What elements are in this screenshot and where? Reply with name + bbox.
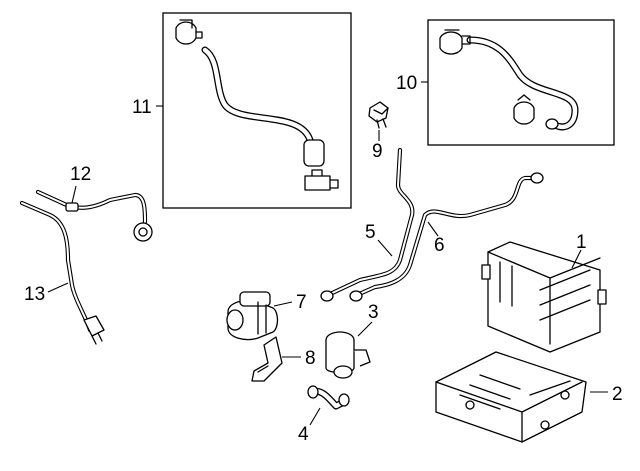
part-3-valve: [325, 331, 371, 379]
leader-1: [571, 249, 582, 269]
leader-3: [357, 321, 373, 337]
callout-1: 1: [576, 232, 587, 253]
part-9-connector: [368, 101, 389, 129]
leader-12: [71, 185, 77, 204]
part-5-vapor-line: [320, 147, 415, 302]
leader-4: [309, 407, 321, 426]
part-8-bracket: [251, 336, 283, 382]
part-10-hose: [439, 29, 579, 131]
callout-4: 4: [298, 424, 309, 445]
callout-8: 8: [305, 348, 316, 369]
detail-box-11: [162, 12, 352, 209]
leader-13: [47, 282, 69, 293]
leader-6: [427, 221, 439, 237]
part-1-canister: [481, 241, 607, 353]
callout-7: 7: [296, 292, 307, 313]
part-11-hose: [175, 19, 339, 191]
callout-10: 10: [396, 73, 417, 94]
part-7-valve: [226, 291, 279, 341]
callout-11: 11: [132, 97, 152, 118]
callout-12: 12: [70, 164, 91, 185]
part-2-tray: [435, 351, 587, 443]
part-4-hose: [307, 385, 350, 410]
leader-5: [377, 239, 393, 257]
part-12-sensor: [35, 189, 153, 242]
part-6-vapor-line: [349, 172, 544, 302]
callout-13: 13: [24, 284, 45, 305]
part-13-sensor: [19, 200, 105, 345]
callout-6: 6: [434, 235, 445, 256]
leader-7: [273, 301, 293, 307]
callout-9: 9: [372, 141, 383, 162]
callout-3: 3: [368, 302, 379, 323]
callout-5: 5: [365, 222, 376, 243]
callout-2: 2: [612, 384, 623, 405]
